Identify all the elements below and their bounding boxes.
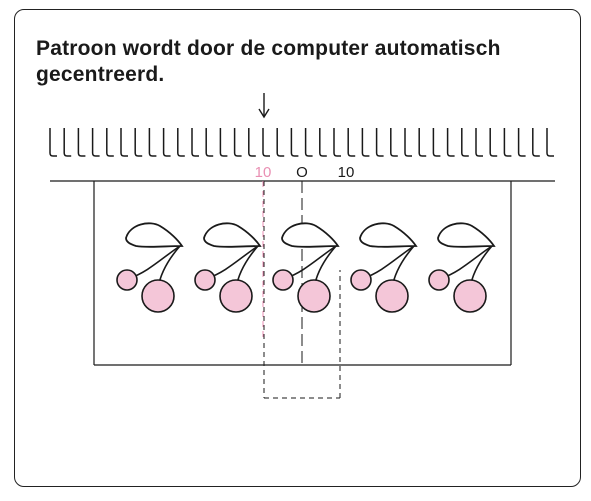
needle-icon: [304, 128, 313, 157]
needle-icon: [148, 128, 157, 157]
original-pattern-outline: [263, 181, 341, 399]
needle-icon: [375, 128, 384, 157]
needle-icon: [446, 128, 455, 157]
needle-icon: [319, 128, 327, 157]
scale-label-center: O: [296, 164, 308, 181]
needle-icon: [361, 128, 370, 157]
needle-icon: [461, 128, 469, 157]
cherry-motif-icon: [194, 222, 262, 313]
needle-icon: [404, 128, 412, 157]
needle-icon: [205, 128, 214, 157]
illustration-panel: [14, 9, 581, 487]
needle-icon: [219, 128, 228, 157]
needle-icon: [248, 128, 256, 157]
needle-icon: [106, 128, 114, 157]
scale-label-right: 10: [338, 164, 355, 181]
needle-icon: [177, 128, 185, 157]
cherry-motif-icon: [428, 222, 496, 313]
needle-icon: [262, 128, 270, 157]
needle-icon: [333, 128, 341, 157]
needle-icon: [162, 128, 171, 157]
needle-icon: [134, 128, 143, 157]
pattern-area-frame: [93, 181, 512, 366]
needle-icon: [276, 128, 285, 157]
needle-icon: [290, 128, 299, 157]
needle-icon: [517, 128, 526, 157]
needle-icon: [347, 128, 356, 157]
needle-icon: [233, 128, 242, 157]
scale-label-left: 10: [255, 164, 272, 181]
needle-icon: [546, 128, 554, 157]
cherry-pattern: [116, 222, 496, 313]
needle-icon: [390, 128, 398, 157]
needle-icon: [120, 128, 128, 157]
needle-icon: [91, 128, 100, 157]
cherry-motif-icon: [350, 222, 418, 313]
center-arrow-icon: [258, 93, 270, 119]
needle-icon: [191, 128, 199, 157]
needle-icon: [532, 128, 540, 157]
needle-icon: [432, 128, 441, 157]
needle-icon: [475, 128, 483, 157]
needle-icon: [418, 128, 427, 157]
needle-icon: [489, 128, 498, 157]
needle-icon: [77, 128, 86, 157]
needle-icon: [503, 128, 512, 157]
needle-icon: [63, 128, 72, 157]
cherry-motif-icon: [272, 222, 340, 313]
caption-text: Patroon wordt door de computer automatis…: [36, 37, 501, 86]
needle-bed: [49, 128, 554, 157]
needle-icon: [49, 128, 57, 157]
cherry-motif-icon: [116, 222, 184, 313]
